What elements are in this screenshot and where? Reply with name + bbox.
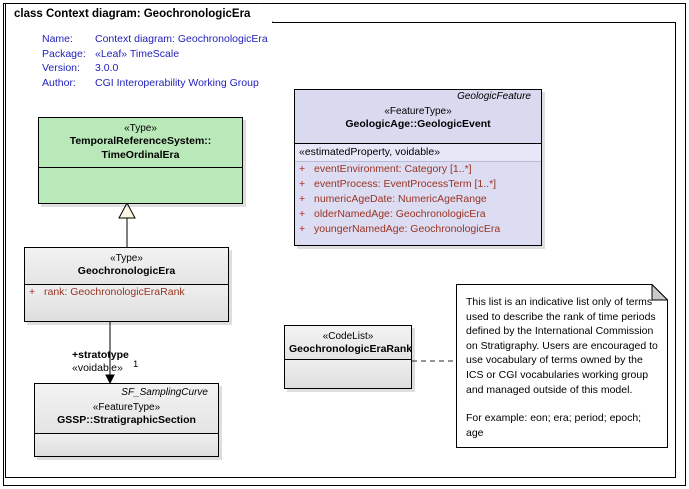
class-parent-geologic-event: GeologicFeature: [457, 91, 531, 102]
diagram-title-tab: class Context diagram: GeochronologicEra: [5, 3, 273, 23]
connector-label-multiplicity: 1: [133, 359, 139, 370]
class-name-gssp-stratigraphic-section: GSSP::StratigraphicSection: [57, 414, 196, 426]
class-box-gssp-stratigraphic-section[interactable]: SF_SamplingCurve «FeatureType» GSSP::Str…: [34, 383, 219, 457]
class-stereotype-geologic-event: «FeatureType»: [384, 106, 452, 117]
class-box-geochronologic-era[interactable]: «Type» GeochronologicEra + rank: Geochro…: [24, 247, 229, 322]
connector-label-voidable: «voidable»: [72, 362, 123, 374]
attribute-text: numericAgeDate: NumericAgeRange: [314, 193, 487, 205]
metadata-label-author: Author:: [42, 76, 76, 89]
class-stereotype-geochronologic-era-rank: «CodeList»: [322, 331, 374, 342]
class-name-temporal-reference-system-line2: TimeOrdinalEra: [101, 148, 180, 161]
note-text-block: This list is an indicative list only of …: [456, 284, 668, 448]
attribute-visibility: +: [299, 223, 306, 235]
attribute-row: + eventEnvironment: Category [1..*]: [295, 162, 541, 177]
metadata-label-version: Version:: [42, 62, 80, 74]
metadata-row-package: Package: «Leaf» TimeScale: [42, 47, 268, 62]
class-name-temporal-reference-system-line1: TemporalReferenceSystem::: [69, 135, 212, 147]
class-attributes-gssp-stratigraphic-section: [35, 434, 218, 456]
metadata-value-name: Context diagram: GeochronologicEra: [95, 33, 268, 45]
metadata-label-package: Package:: [42, 47, 86, 60]
class-box-temporal-reference-system[interactable]: «Type» TemporalReferenceSystem:: TimeOrd…: [38, 117, 243, 204]
class-attributes-geochronologic-era-rank: [285, 360, 411, 388]
metadata-label-name: Name:: [42, 33, 73, 45]
class-attributes-geochronologic-era: + rank: GeochronologicEraRank: [25, 285, 228, 321]
attribute-row: + numericAgeDate: NumericAgeRange: [295, 192, 541, 207]
class-header-geologic-event: GeologicFeature «FeatureType» GeologicAg…: [295, 90, 541, 144]
class-header-gssp-stratigraphic-section: SF_SamplingCurve «FeatureType» GSSP::Str…: [35, 384, 218, 434]
attribute-text: olderNamedAge: GeochronologicEra: [314, 208, 486, 220]
class-parent-gssp-stratigraphic-section: SF_SamplingCurve: [121, 387, 208, 398]
attribute-text: eventProcess: EventProcessTerm [1..*]: [314, 178, 497, 190]
class-box-geochronologic-era-rank[interactable]: «CodeList» GeochronologicEraRank: [284, 325, 412, 389]
attribute-visibility: +: [29, 286, 36, 298]
metadata-row-name: Name: Context diagram: GeochronologicEra: [42, 32, 268, 47]
class-stereotype-geochronologic-era: «Type»: [110, 253, 143, 264]
attribute-visibility: +: [299, 208, 306, 220]
class-name-geochronologic-era: GeochronologicEra: [77, 265, 176, 277]
class-header-temporal-reference-system: «Type» TemporalReferenceSystem:: TimeOrd…: [39, 118, 242, 168]
note-paragraph-1: This list is an indicative list only of …: [466, 296, 658, 396]
class-attributes-geologic-event: «estimatedProperty, voidable» + eventEnv…: [295, 144, 541, 245]
attribute-group-band: «estimatedProperty, voidable»: [295, 144, 541, 162]
class-name-geochronologic-era-rank: GeochronologicEraRank: [289, 343, 413, 355]
note-paragraph-2: For example: eon; era; period; epoch; ag…: [466, 412, 642, 439]
attribute-visibility: +: [299, 193, 306, 205]
attribute-visibility: +: [299, 163, 306, 175]
attribute-text: youngerNamedAge: GeochronologicEra: [314, 223, 501, 235]
attribute-row: + youngerNamedAge: GeochronologicEra: [295, 222, 541, 237]
attribute-row: + olderNamedAge: GeochronologicEra: [295, 207, 541, 222]
attribute-text: rank: GeochronologicEraRank: [44, 286, 185, 298]
attribute-text: eventEnvironment: Category [1..*]: [314, 163, 472, 175]
metadata-value-version: 3.0.0: [95, 62, 119, 74]
attribute-row: + rank: GeochronologicEraRank: [25, 285, 228, 300]
metadata-row-author: Author: CGI Interoperability Working Gro…: [42, 76, 268, 91]
metadata-value-package: «Leaf» TimeScale: [95, 47, 180, 60]
diagram-metadata: Name: Context diagram: GeochronologicEra…: [42, 32, 268, 90]
class-header-geochronologic-era: «Type» GeochronologicEra: [25, 248, 228, 285]
metadata-row-version: Version: 3.0.0: [42, 61, 268, 76]
metadata-value-author: CGI Interoperability Working Group: [95, 76, 259, 89]
class-stereotype-gssp-stratigraphic-section: «FeatureType»: [92, 402, 161, 413]
class-stereotype-temporal-reference-system: «Type»: [124, 123, 157, 134]
connector-label-stratotype: +stratotype: [72, 349, 129, 361]
attribute-row: + eventProcess: EventProcessTerm [1..*]: [295, 177, 541, 192]
class-name-geologic-event: GeologicAge::GeologicEvent: [345, 118, 491, 130]
class-header-geochronologic-era-rank: «CodeList» GeochronologicEraRank: [285, 326, 413, 360]
class-attributes-temporal-reference-system: [39, 168, 242, 203]
class-box-geologic-event[interactable]: GeologicFeature «FeatureType» GeologicAg…: [294, 89, 542, 246]
attribute-visibility: +: [299, 178, 306, 190]
